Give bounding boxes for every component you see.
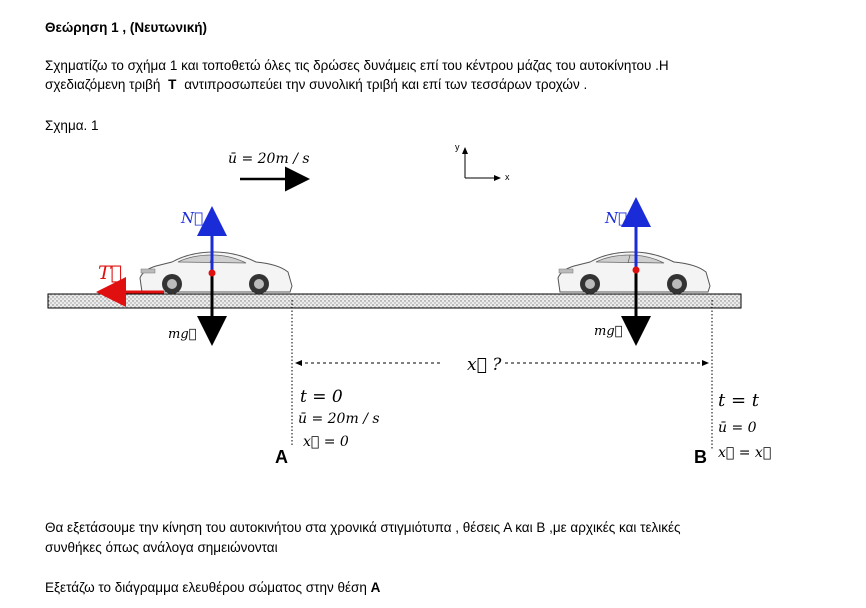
initial-time: t = 0 bbox=[300, 387, 343, 407]
section-heading: Θεώρηση 1 , (Νευτωνική) bbox=[45, 20, 207, 35]
distance-label: x⃗ ? bbox=[467, 355, 502, 375]
road-surface bbox=[47, 293, 742, 309]
intro-line-2: σχεδιαζόμενη τριβή Τ αντιπροσωπεύει την … bbox=[45, 77, 587, 92]
intro-line-1: Σχηματίζω το σχήμα 1 και τοποθετώ όλες τ… bbox=[45, 58, 669, 73]
normal-force-label-a: N⃗ bbox=[180, 209, 203, 227]
initial-velocity: ū = 20m / s bbox=[298, 411, 380, 427]
weight-label-b: mg⃗ bbox=[594, 324, 623, 339]
outro-line-2: συνθήκες όπως ανάλογα σημειώνονται bbox=[45, 540, 278, 555]
intro-line-2-start: σχεδιαζόμενη τριβή bbox=[45, 77, 161, 92]
weight-label-a: mg⃗ bbox=[168, 327, 197, 342]
point-a-label: A bbox=[275, 447, 288, 467]
x-axis-label: x bbox=[505, 172, 510, 182]
center-of-mass-b bbox=[632, 266, 640, 274]
y-axis-label: y bbox=[455, 142, 460, 152]
final-time: t = t bbox=[718, 390, 760, 411]
velocity-label: ū = 20m / s bbox=[228, 151, 310, 167]
closing-text: Εξετάζω το διάγραμμα ελευθέρου σώματος σ… bbox=[45, 580, 367, 595]
initial-position: x⃗ = 0 bbox=[303, 434, 349, 450]
final-velocity: ū = 0 bbox=[718, 420, 757, 436]
car-b bbox=[557, 251, 711, 294]
car-a bbox=[139, 251, 293, 294]
outro-line-1: Θα εξετάσουμε την κίνηση του αυτοκινήτου… bbox=[45, 520, 681, 535]
closing-point: Α bbox=[370, 580, 381, 595]
point-b-label: B bbox=[694, 447, 707, 467]
final-position: x⃗ = x⃗ bbox=[718, 445, 771, 461]
friction-force-label: T⃗ bbox=[98, 262, 122, 284]
intro-line-2-end: αντιπροσωπεύει την συνολική τριβή και επ… bbox=[184, 77, 588, 92]
friction-symbol-inline: Τ bbox=[168, 77, 177, 92]
center-of-mass-a bbox=[208, 269, 216, 277]
closing-line: Εξετάζω το διάγραμμα ελευθέρου σώματος σ… bbox=[45, 580, 380, 595]
normal-force-label-b: N⃗ bbox=[604, 209, 627, 227]
figure-caption: Σχημα. 1 bbox=[45, 118, 99, 133]
